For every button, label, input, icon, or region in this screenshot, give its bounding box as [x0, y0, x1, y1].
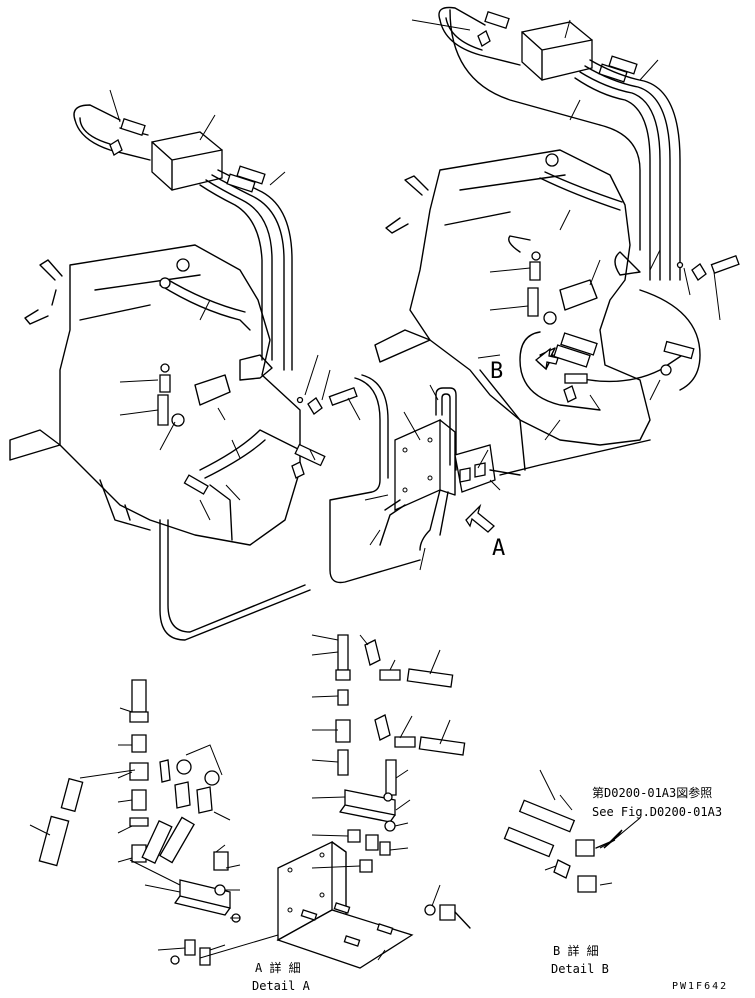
reference-jp: 第D0200-01A3図参照: [592, 785, 712, 800]
marker-a: A: [492, 536, 505, 561]
center-bracket-assembly: [364, 384, 521, 571]
detail-a-title-en: Detail A: [252, 979, 311, 993]
drawing-code: PW1F642: [672, 981, 728, 992]
detail-a-assembly: [29, 634, 471, 969]
reference-en: See Fig.D0200-01A3: [592, 805, 722, 819]
right-engine-assembly: [374, 6, 740, 476]
arrow-b: [534, 347, 559, 371]
detail-b-title-jp: B 詳 細: [553, 943, 599, 958]
marker-b: B: [490, 359, 503, 384]
detail-b-title-en: Detail B: [551, 962, 609, 976]
detail-b-assembly: [503, 769, 641, 893]
detail-a-title-jp: A 詳 細: [255, 960, 301, 975]
left-engine-assembly: [9, 89, 421, 641]
